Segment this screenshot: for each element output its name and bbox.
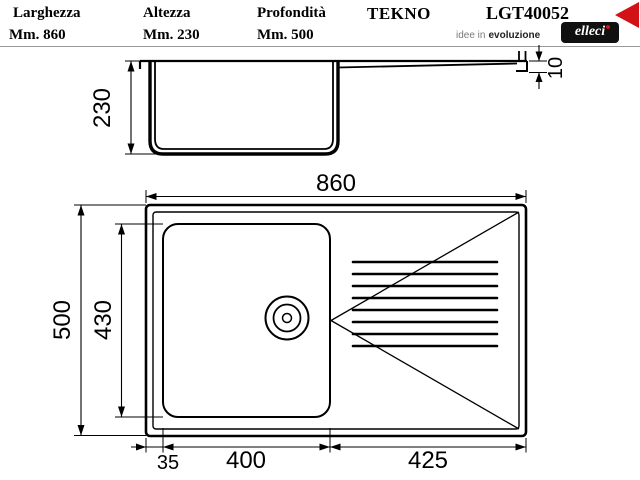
dim-drainer-width-425: 425 (408, 447, 448, 474)
dim-left-offset-35: 35 (157, 452, 179, 474)
value-larghezza: Mm. 860 (9, 27, 66, 43)
logo-accent-dot (606, 25, 610, 29)
bowl-profile-outer (148, 62, 340, 156)
label-altezza: Altezza (143, 5, 191, 21)
dim-overall-width-860: 860 (316, 170, 356, 197)
dim-overall-depth-500: 500 (49, 300, 76, 340)
model-name: TEKNO (367, 4, 431, 23)
side-view (138, 51, 528, 156)
drain-outer-circle (264, 295, 310, 341)
dim-bowl-depth-230: 230 (89, 88, 116, 128)
dim-rim-height-10: 10 (545, 57, 567, 79)
dim-bowl-front-430: 430 (90, 300, 117, 340)
dim-bowl-width-400: 400 (226, 447, 266, 474)
drainer-ribs (351, 260, 499, 348)
drain-center (281, 312, 293, 324)
tagline-left: idee in (456, 30, 486, 41)
corner-ribbon-icon (615, 2, 639, 28)
sink-outline (144, 203, 528, 438)
right-edge-profile (516, 61, 528, 72)
label-larghezza: Larghezza (13, 5, 81, 21)
drainer-slope-line (330, 319, 520, 430)
side-view-dimensions (125, 45, 547, 155)
brand-logo: elleci (561, 22, 619, 43)
drainboard-profile (337, 62, 518, 69)
drain-inner-circle (272, 303, 302, 333)
product-code: LGT40052 (486, 3, 570, 23)
brand-logo-text: elleci (574, 24, 606, 39)
bowl-profile-inner (154, 62, 334, 150)
top-view-dimensions (74, 190, 527, 453)
drainer-slope-line (330, 211, 520, 322)
tagline-right: evoluzione (488, 30, 541, 41)
bowl-outline (162, 223, 331, 418)
rim-inner-line (152, 211, 520, 430)
label-profondita: Profondità (257, 5, 326, 21)
top-view (144, 203, 528, 438)
value-profondita: Mm. 500 (257, 27, 314, 43)
value-altezza: Mm. 230 (143, 27, 200, 43)
